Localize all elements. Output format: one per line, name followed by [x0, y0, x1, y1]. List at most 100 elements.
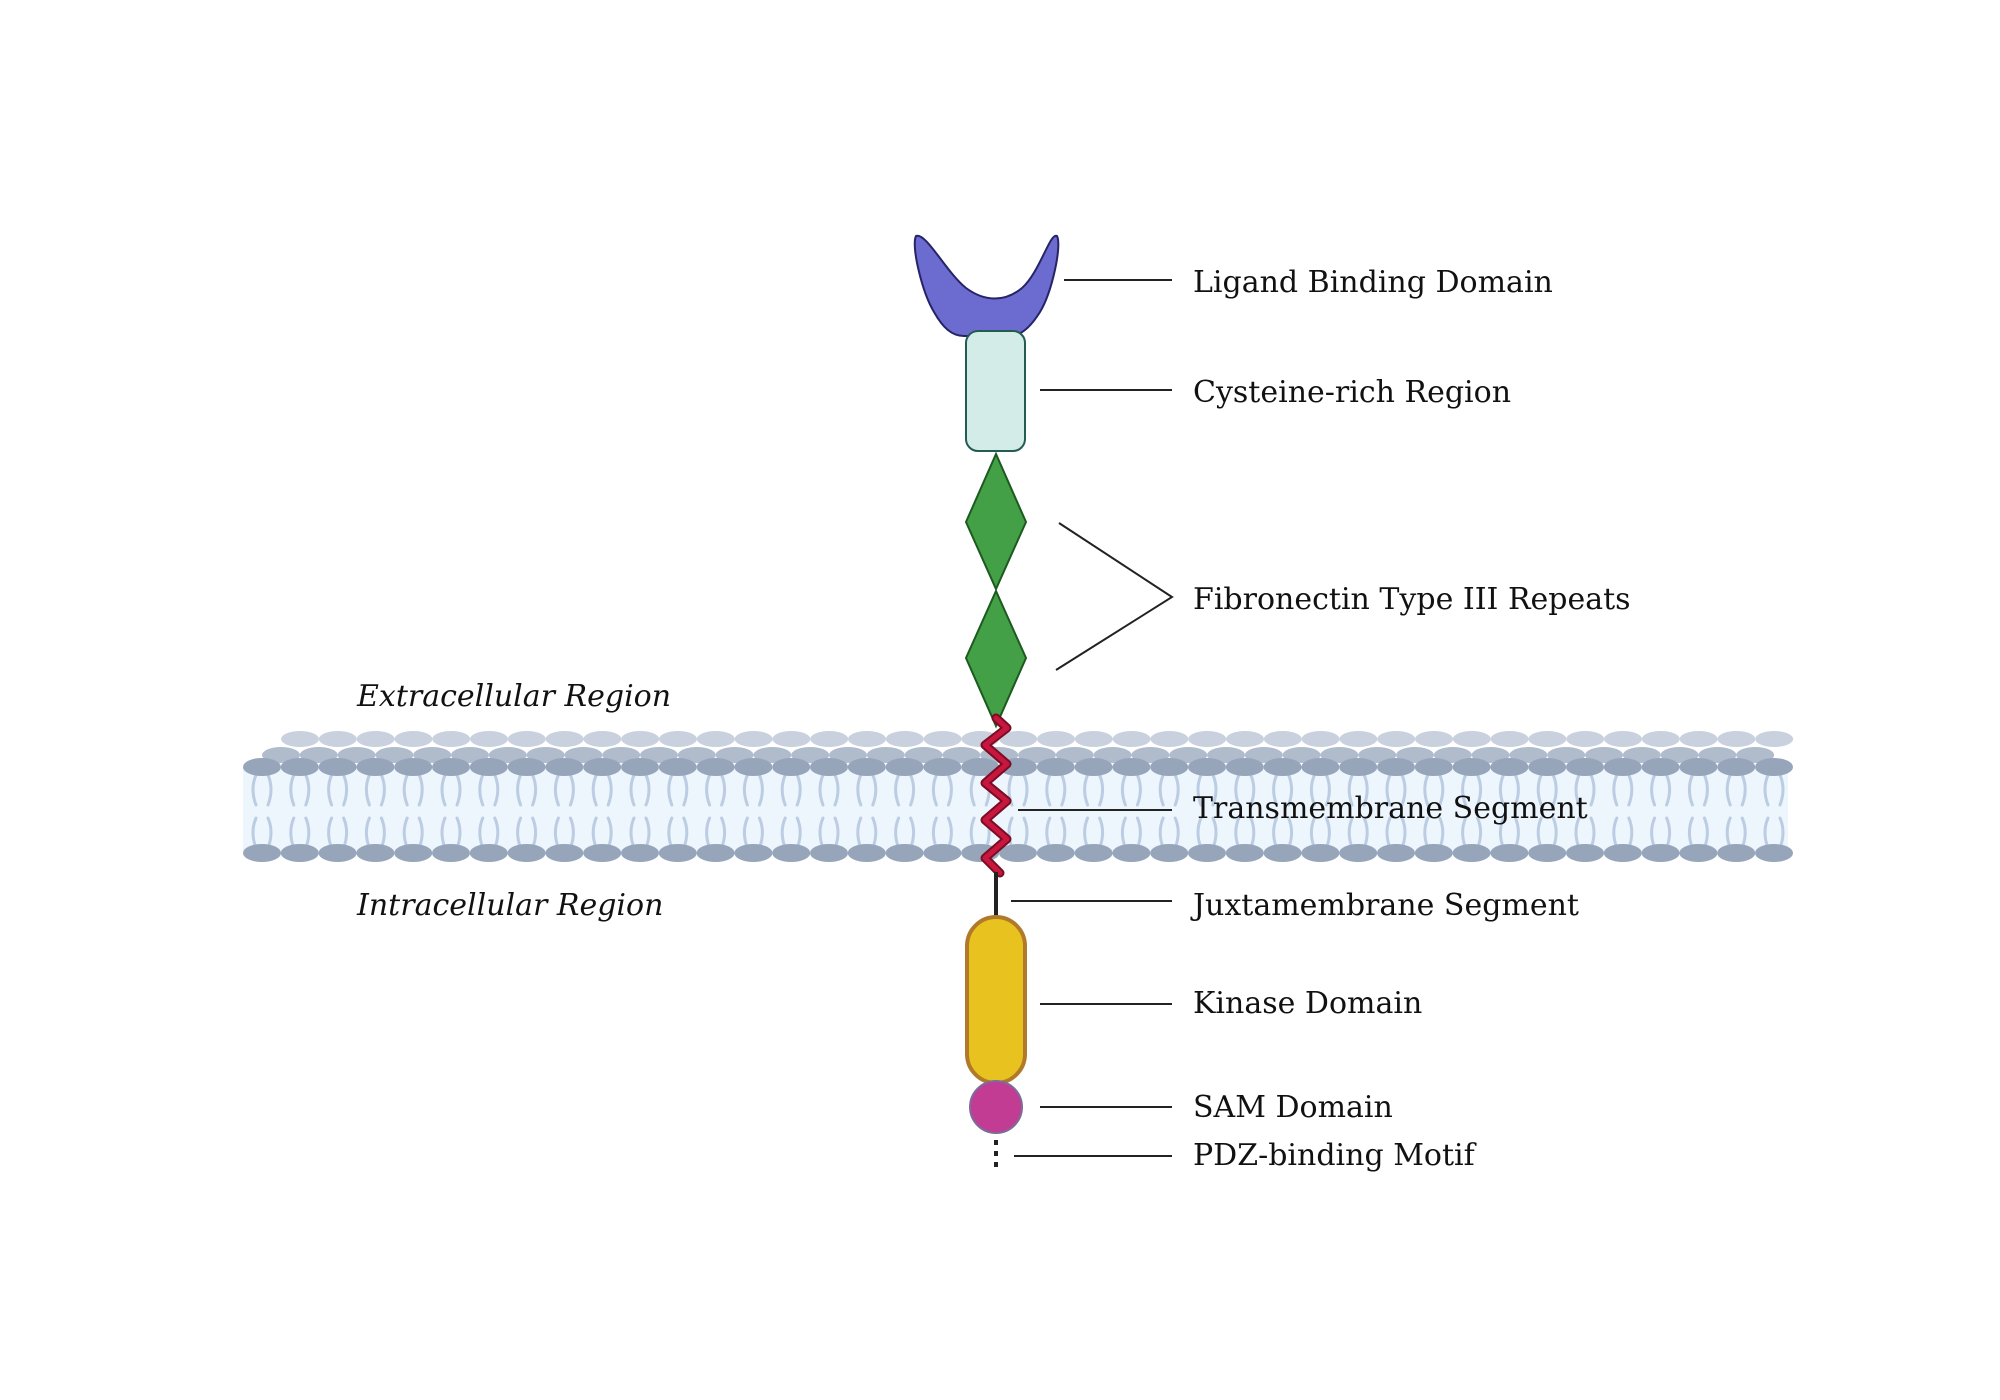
- lipid-head-back: [1490, 731, 1529, 747]
- lipid-tail: [780, 773, 787, 807]
- lipid-head-back: [375, 747, 414, 763]
- lipid-head-back: [923, 731, 962, 747]
- lipid-tail: [682, 773, 689, 807]
- lipid-tail: [720, 773, 727, 807]
- lipid-tail: [1234, 773, 1241, 807]
- lipid-head-back: [602, 747, 641, 763]
- ligand-binding-domain: [913, 234, 1060, 337]
- lipid-head-back: [772, 731, 811, 747]
- lipid-head-back: [1188, 731, 1227, 747]
- label-cysteine-rich-region: Cysteine-rich Region: [1193, 375, 1511, 410]
- lipid-tail: [1725, 773, 1732, 807]
- lipid-head-back: [885, 731, 924, 747]
- lipid-head-inner: [923, 844, 962, 862]
- lipid-head-inner: [1188, 844, 1226, 862]
- lipid-head-outer: [1074, 758, 1113, 776]
- lipid-head-inner: [772, 844, 811, 862]
- label-kinase-domain: Kinase Domain: [1193, 986, 1422, 1021]
- lipid-head-back: [1055, 747, 1094, 763]
- lipid-head-inner: [810, 844, 848, 862]
- extracellular-region-label: Extracellular Region: [356, 679, 671, 714]
- lipid-tail: [1173, 773, 1180, 807]
- lipid-tail: [440, 773, 447, 807]
- lipid-head-back: [507, 731, 546, 747]
- lipid-head-outer: [280, 758, 319, 776]
- lipid-head-back: [1131, 747, 1170, 763]
- lipid-head-back: [1471, 747, 1510, 763]
- lipid-head-inner: [1377, 844, 1415, 862]
- lipid-head-back: [356, 731, 395, 747]
- lipid-tail: [1551, 773, 1558, 807]
- lipid-tail: [251, 773, 258, 807]
- lipid-tail: [1324, 773, 1331, 807]
- lipid-head-back: [1037, 731, 1075, 747]
- lipid-head-back: [413, 747, 452, 763]
- lipid-head-back: [488, 747, 527, 763]
- kinase-domain: [965, 915, 1027, 1085]
- domain-labels: Ligand Binding Domain Cysteine-rich Regi…: [1190, 265, 1631, 1173]
- lipid-tail: [1120, 773, 1127, 807]
- lipid-head-inner: [432, 844, 470, 862]
- lipid-tail: [1400, 773, 1407, 807]
- lipid-head-back: [1263, 731, 1302, 747]
- lipid-tail: [1385, 773, 1392, 807]
- lipid-tail: [1022, 773, 1029, 807]
- label-ligand-binding-domain: Ligand Binding Domain: [1193, 265, 1553, 300]
- lipid-head-back: [1415, 731, 1453, 747]
- lipid-tail: [516, 773, 523, 807]
- lipid-head-back: [829, 747, 867, 763]
- helix-front-strand: [982, 715, 1010, 876]
- lipid-head-inner: [696, 844, 735, 862]
- lipid-head-inner: [734, 844, 773, 862]
- lipid-head-back: [1622, 747, 1661, 763]
- lipid-head-inner: [280, 844, 319, 862]
- lipid-head-outer: [583, 758, 622, 776]
- membrane-lipid-tails: [251, 773, 1785, 850]
- lipid-tail: [871, 773, 878, 807]
- lipid-head-outer: [507, 758, 546, 776]
- lipid-head-back: [1679, 731, 1718, 747]
- lipid-head-inner: [1036, 844, 1075, 862]
- lipid-head-outer: [696, 758, 735, 776]
- lipid-head-outer: [1263, 758, 1302, 776]
- lipid-head-outer: [1528, 758, 1567, 776]
- lipid-tail: [1347, 773, 1354, 807]
- lipid-head-outer: [923, 758, 962, 776]
- lipid-head-outer: [1188, 758, 1226, 776]
- label-juxtamembrane-segment: Juxtamembrane Segment: [1190, 888, 1579, 923]
- leader-lines: [1011, 279, 1174, 1157]
- lipid-head-back: [1018, 747, 1056, 763]
- lipid-tail: [1665, 773, 1672, 807]
- lipid-head-back: [848, 731, 886, 747]
- lipid-head-back: [1585, 747, 1623, 763]
- lipid-head-back: [1282, 747, 1321, 763]
- lipid-head-inner: [1490, 844, 1529, 862]
- lipid-head-inner: [847, 844, 886, 862]
- lipid-tail: [455, 773, 462, 807]
- lipid-head-back: [659, 731, 697, 747]
- lipid-head-inner: [469, 844, 508, 862]
- lipid-head-inner: [1225, 844, 1264, 862]
- lipid-head-outer: [432, 758, 470, 776]
- lipid-tail: [289, 773, 296, 807]
- sam-domain: [969, 1080, 1023, 1134]
- lipid-head-inner: [1679, 844, 1718, 862]
- lipid-head-inner: [243, 844, 281, 862]
- lipid-tail: [1763, 773, 1770, 807]
- lipid-head-outer: [1603, 758, 1642, 776]
- lipid-head-back: [1547, 747, 1586, 763]
- lipid-tail: [629, 773, 636, 807]
- lipid-head-inner: [658, 844, 697, 862]
- lipid-tail: [1083, 773, 1090, 807]
- lipid-tail: [1211, 773, 1218, 807]
- lipid-head-back: [281, 731, 319, 747]
- lipid-tail: [909, 773, 916, 807]
- lipid-head-back: [1301, 731, 1340, 747]
- lipid-head-outer: [1036, 758, 1075, 776]
- lipid-head-inner: [999, 844, 1037, 862]
- lipid-head-back: [451, 747, 489, 763]
- lipid-head-outer: [1490, 758, 1529, 776]
- lipid-tail: [1287, 773, 1294, 807]
- lipid-tail: [1513, 773, 1520, 807]
